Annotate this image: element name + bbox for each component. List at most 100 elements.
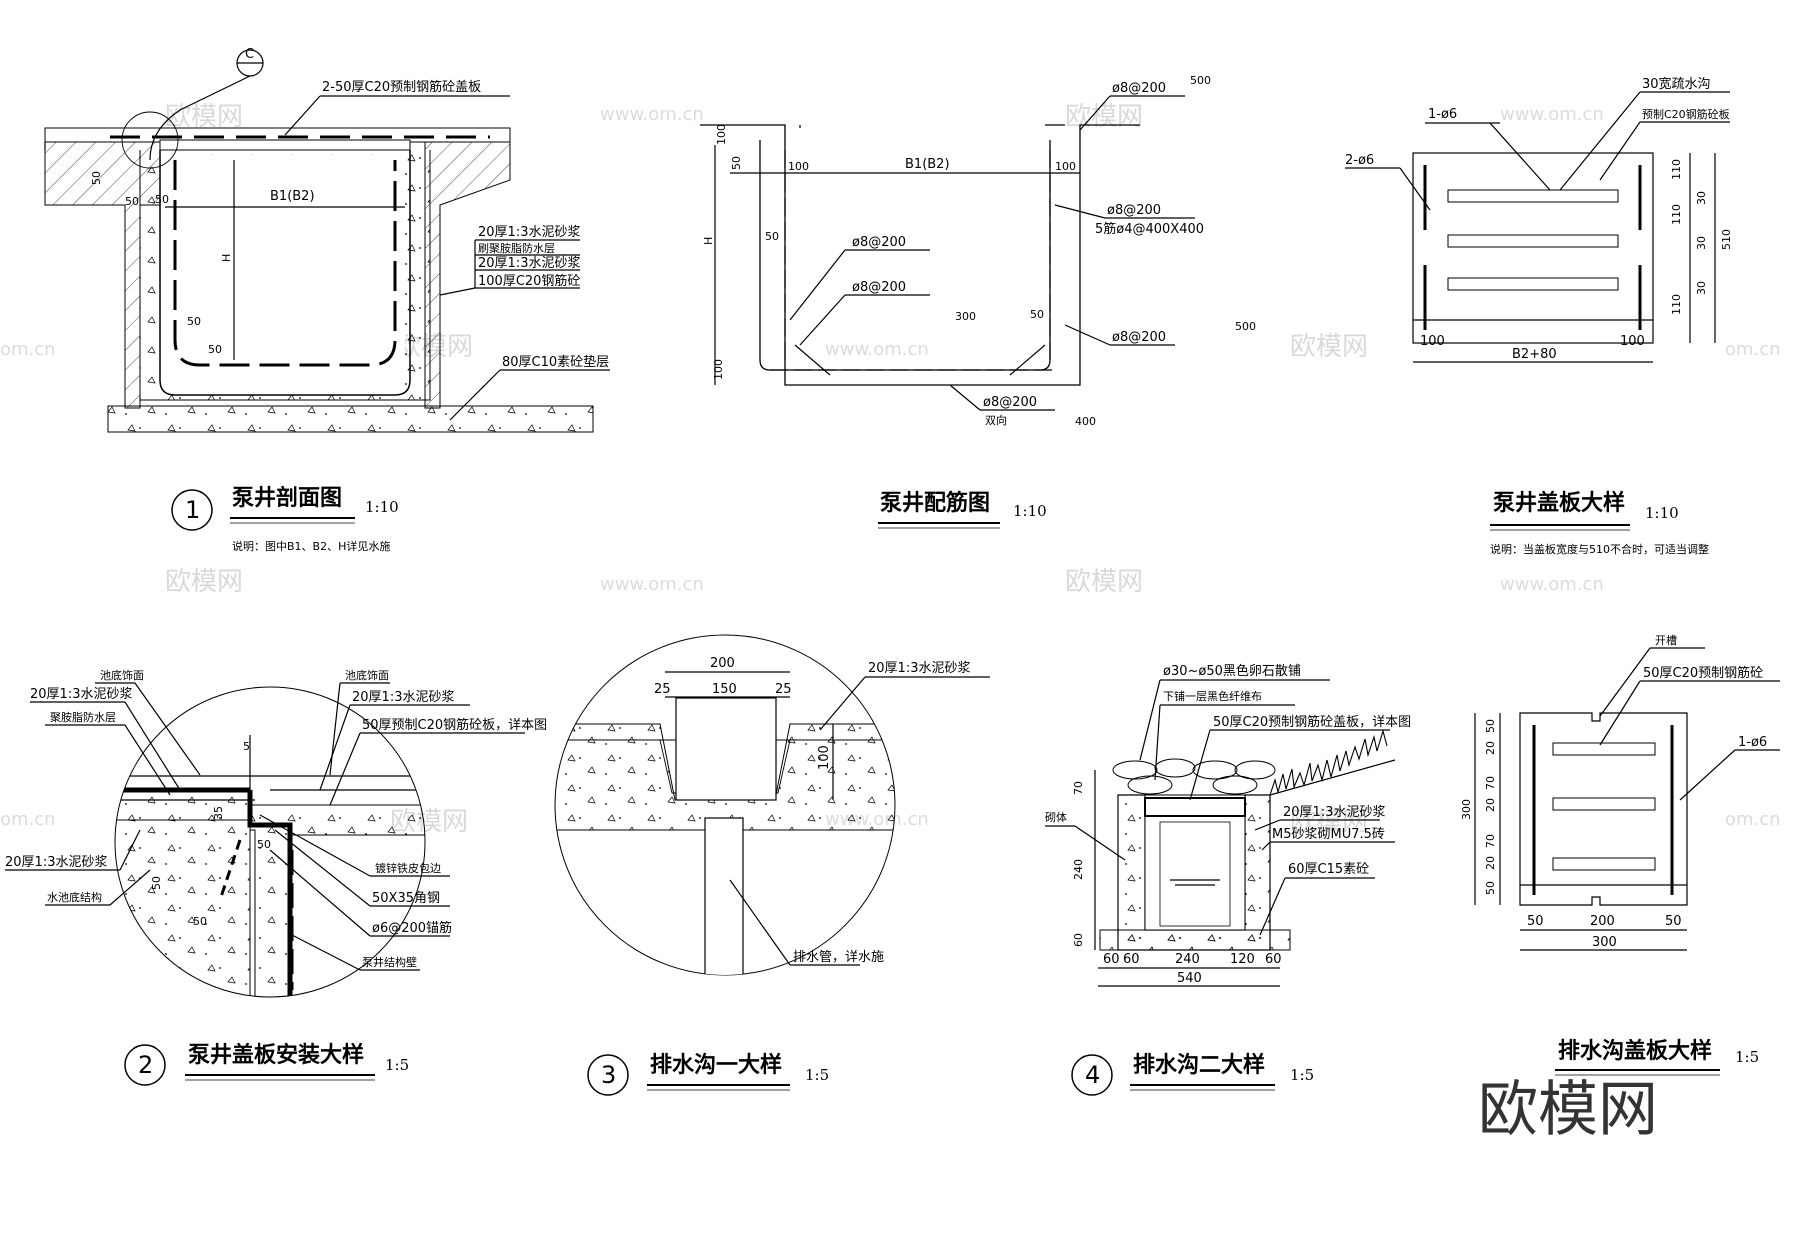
svg-text:2-ø6: 2-ø6	[1345, 153, 1374, 168]
svg-text:预制C20钢筋砼板: 预制C20钢筋砼板	[1642, 107, 1730, 121]
svg-text:400: 400	[1075, 415, 1096, 428]
svg-text:25: 25	[654, 682, 671, 697]
svg-text:110: 110	[1670, 159, 1683, 180]
svg-text:110: 110	[1670, 294, 1683, 315]
svg-text:1: 1	[185, 496, 200, 524]
svg-text:60: 60	[1103, 952, 1120, 967]
svg-text:100厚C20钢筋砼: 100厚C20钢筋砼	[478, 273, 580, 289]
svg-text:砌体: 砌体	[1045, 810, 1067, 824]
svg-text:1:10: 1:10	[1013, 502, 1047, 520]
watermark-layer: 欧模网 欧模网 欧模网 欧模网 欧模网 欧模网 欧模网 欧模网 www.om.c…	[0, 102, 1781, 837]
svg-text:300: 300	[955, 310, 976, 323]
svg-text:50: 50	[155, 193, 169, 206]
svg-text:30: 30	[1695, 236, 1708, 250]
svg-text:1:5: 1:5	[1290, 1066, 1314, 1084]
svg-text:50: 50	[1484, 881, 1497, 895]
svg-text:1-ø6: 1-ø6	[1738, 735, 1767, 750]
svg-text:25: 25	[775, 682, 792, 697]
svg-text:5筋ø4@400X400: 5筋ø4@400X400	[1095, 221, 1204, 237]
drawing-pump-well-cover-installation: 5 35 50 50 50 池底饰面 20厚1:3水泥砂浆 聚胺脂防水层 20厚…	[5, 668, 547, 1086]
svg-text:B2+80: B2+80	[1512, 347, 1557, 362]
svg-text:下铺一层黑色纤维布: 下铺一层黑色纤维布	[1163, 689, 1262, 703]
svg-text:70: 70	[1484, 776, 1497, 790]
svg-text:50: 50	[187, 315, 201, 328]
svg-text:ø30~ø50黑色卵石散铺: ø30~ø50黑色卵石散铺	[1163, 663, 1301, 679]
svg-text:20厚1:3水泥砂浆: 20厚1:3水泥砂浆	[868, 661, 970, 676]
drawing-drain-cover-detail: 300 50 20 70 20 70 20 50 50 200 50 300 开…	[1460, 634, 1780, 1076]
svg-text:欧模网: 欧模网	[1290, 807, 1368, 837]
svg-text:35: 35	[212, 806, 225, 820]
svg-text:B1(B2): B1(B2)	[270, 189, 315, 204]
svg-text:排水管，详水施: 排水管，详水施	[793, 950, 884, 965]
svg-text:H: H	[702, 237, 715, 245]
svg-text:100: 100	[788, 160, 809, 173]
svg-text:240: 240	[1175, 952, 1200, 967]
svg-text:200: 200	[710, 656, 735, 671]
svg-text:排水沟二大样: 排水沟二大样	[1133, 1052, 1265, 1078]
svg-text:100: 100	[715, 124, 728, 145]
svg-text:20厚1:3水泥砂浆: 20厚1:3水泥砂浆	[478, 225, 580, 240]
svg-text:60: 60	[1123, 952, 1140, 967]
svg-text:M5砂浆砌MU7.5砖: M5砂浆砌MU7.5砖	[1272, 827, 1385, 842]
svg-text:20: 20	[1484, 741, 1497, 755]
svg-text:70: 70	[1484, 834, 1497, 848]
svg-text:30: 30	[1695, 191, 1708, 205]
svg-text:60: 60	[1072, 933, 1085, 947]
svg-text:50: 50	[150, 876, 163, 890]
svg-text:3: 3	[601, 1061, 616, 1089]
svg-text:www.om.cn: www.om.cn	[600, 574, 704, 595]
drawing-drain-ditch-1: 200 25 150 25 100 20厚1:3水泥砂浆 排水管，详水施 3 排…	[554, 634, 990, 1096]
svg-text:www.om.cn: www.om.cn	[1500, 574, 1604, 595]
svg-text:刷聚胺脂防水层: 刷聚胺脂防水层	[478, 241, 555, 255]
svg-text:20厚1:3水泥砂浆: 20厚1:3水泥砂浆	[5, 855, 107, 870]
svg-text:150: 150	[712, 682, 737, 697]
svg-text:20厚1:3水泥砂浆: 20厚1:3水泥砂浆	[478, 256, 580, 271]
svg-text:说明：当盖板宽度与510不合时，可适当调整: 说明：当盖板宽度与510不合时，可适当调整	[1490, 542, 1709, 556]
svg-text:2-50厚C20预制钢筋砼盖板: 2-50厚C20预制钢筋砼盖板	[322, 79, 481, 95]
svg-text:排水沟盖板大样: 排水沟盖板大样	[1558, 1038, 1712, 1064]
svg-text:聚胺脂防水层: 聚胺脂防水层	[50, 710, 116, 724]
svg-text:om.cn: om.cn	[0, 809, 56, 830]
svg-text:欧模网: 欧模网	[1065, 567, 1143, 597]
svg-text:C: C	[245, 47, 254, 62]
svg-text:80厚C10素砼垫层: 80厚C10素砼垫层	[502, 354, 609, 370]
svg-text:ø8@200: ø8@200	[852, 280, 906, 295]
svg-text:50X35角钢: 50X35角钢	[372, 891, 440, 906]
svg-text:水池底结构: 水池底结构	[47, 890, 102, 904]
svg-text:om.cn: om.cn	[1725, 809, 1781, 830]
svg-text:50: 50	[730, 156, 743, 170]
svg-text:20厚1:3水泥砂浆: 20厚1:3水泥砂浆	[30, 687, 132, 702]
svg-text:50: 50	[1527, 914, 1544, 929]
svg-text:1:10: 1:10	[365, 498, 399, 516]
svg-text:ø8@200: ø8@200	[1112, 81, 1166, 96]
svg-text:50厚C20预制钢筋砼: 50厚C20预制钢筋砼	[1643, 665, 1763, 681]
svg-text:20厚1:3水泥砂浆: 20厚1:3水泥砂浆	[352, 690, 454, 705]
svg-text:100: 100	[1620, 334, 1645, 349]
svg-text:泵井结构壁: 泵井结构壁	[362, 955, 417, 969]
svg-text:1-ø6: 1-ø6	[1428, 107, 1457, 122]
svg-text:开槽: 开槽	[1655, 634, 1677, 647]
svg-text:60: 60	[1265, 952, 1282, 967]
svg-text:20: 20	[1484, 798, 1497, 812]
svg-text:300: 300	[1460, 799, 1473, 820]
svg-text:ø8@200: ø8@200	[1112, 330, 1166, 345]
svg-text:泵井盖板安装大样: 泵井盖板安装大样	[188, 1042, 364, 1068]
svg-text:双向: 双向	[985, 413, 1007, 427]
svg-text:ø8@200: ø8@200	[983, 395, 1037, 410]
brand-logo: 欧模网	[1478, 1075, 1658, 1145]
drawing-pump-well-cover-detail: B2+80 100 100 110 30 110 30 30 110 510 1…	[1345, 76, 1733, 556]
svg-text:池底饰面: 池底饰面	[100, 668, 144, 682]
svg-text:2: 2	[138, 1051, 153, 1079]
svg-text:120: 120	[1230, 952, 1255, 967]
svg-text:100: 100	[1055, 160, 1076, 173]
drawing-pump-well-section: C B1(B2) H 50 50 50 50 50 2-50厚C20预制钢筋砼盖…	[44, 47, 610, 553]
svg-text:50: 50	[1484, 719, 1497, 733]
svg-text:100: 100	[1420, 334, 1445, 349]
svg-text:H: H	[220, 254, 233, 262]
svg-text:540: 540	[1177, 971, 1202, 986]
svg-text:ø6@200锚筋: ø6@200锚筋	[372, 920, 452, 936]
svg-text:50: 50	[208, 343, 222, 356]
svg-text:ø8@200: ø8@200	[1107, 203, 1161, 218]
svg-text:50: 50	[257, 838, 271, 851]
